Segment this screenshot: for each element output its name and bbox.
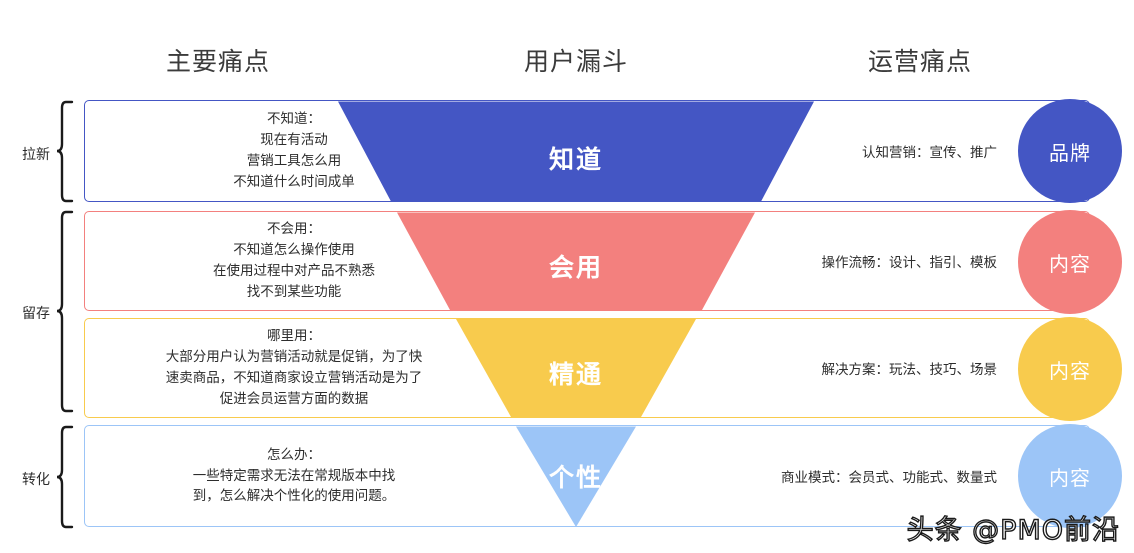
pain-line: 促进会员运营方面的数据 <box>219 390 369 406</box>
pain-line: 到，怎么解决个性化的使用问题。 <box>192 488 396 504</box>
pain-line: 不知道： <box>267 111 321 127</box>
pain-line: 哪里用： <box>267 328 321 344</box>
pain-point-block-use: 不会用： 不知道怎么操作使用 在使用过程中对产品不熟悉 找不到某些功能 <box>99 212 489 310</box>
bracket-label-conversion: 转化 <box>22 471 50 487</box>
watermark: 头条 @PMO前沿 <box>906 514 1120 546</box>
pain-line: 不知道什么时间成单 <box>233 173 355 189</box>
funnel-label-use: 会用 <box>548 254 603 282</box>
ops-text-master: 解决方案：玩法、技巧、场景 <box>821 362 998 377</box>
funnel-label-personal: 个性 <box>548 464 603 492</box>
column-header-operations: 运营痛点 <box>868 48 973 76</box>
ops-text-personal: 商业模式：会员式、功能式、数量式 <box>781 470 997 485</box>
outcome-circle-content-master[interactable]: 内容 <box>1018 317 1122 421</box>
ops-text-know: 认知营销：宣传、推广 <box>862 145 997 160</box>
funnel-label-know: 知道 <box>548 146 603 174</box>
bracket-label-acquisition: 拉新 <box>22 146 50 162</box>
bracket-acquisition <box>56 100 74 203</box>
column-header-pain-points: 主要痛点 <box>166 48 271 76</box>
pain-point-block-personal: 怎么办： 一些特定需求无法在常规版本中找 到，怎么解决个性化的使用问题。 <box>99 426 489 526</box>
pain-line: 速卖商品，不知道商家设立营销活动是为了 <box>165 370 423 385</box>
outcome-circle-content-use[interactable]: 内容 <box>1018 210 1122 314</box>
bracket-label-retention: 留存 <box>22 305 50 321</box>
pain-line: 大部分用户认为营销活动就是促销，为了快 <box>165 349 423 365</box>
pain-point-block-know: 不知道： 现在有活动 营销工具怎么用 不知道什么时间成单 <box>99 101 489 201</box>
bracket-retention <box>56 210 74 413</box>
ops-text-use: 操作流畅：设计、指引、模板 <box>821 255 998 270</box>
outcome-circle-brand[interactable]: 品牌 <box>1018 99 1122 203</box>
pain-line: 怎么办： <box>267 446 321 462</box>
pain-line: 找不到某些功能 <box>246 283 342 299</box>
pain-line: 营销工具怎么用 <box>246 153 342 168</box>
bracket-conversion <box>56 425 74 529</box>
funnel-label-master: 精通 <box>548 361 603 389</box>
column-header-funnel: 用户漏斗 <box>524 48 629 76</box>
pain-line: 在使用过程中对产品不熟悉 <box>213 263 375 278</box>
pain-line: 不知道怎么操作使用 <box>233 242 355 258</box>
pain-line: 一些特定需求无法在常规版本中找 <box>192 467 396 483</box>
pain-line: 现在有活动 <box>260 132 328 148</box>
pain-line: 不会用： <box>267 221 321 237</box>
pain-point-block-master: 哪里用： 大部分用户认为营销活动就是促销，为了快 速卖商品，不知道商家设立营销活… <box>99 319 489 417</box>
outcome-circle-content-personal[interactable]: 内容 <box>1018 424 1122 528</box>
